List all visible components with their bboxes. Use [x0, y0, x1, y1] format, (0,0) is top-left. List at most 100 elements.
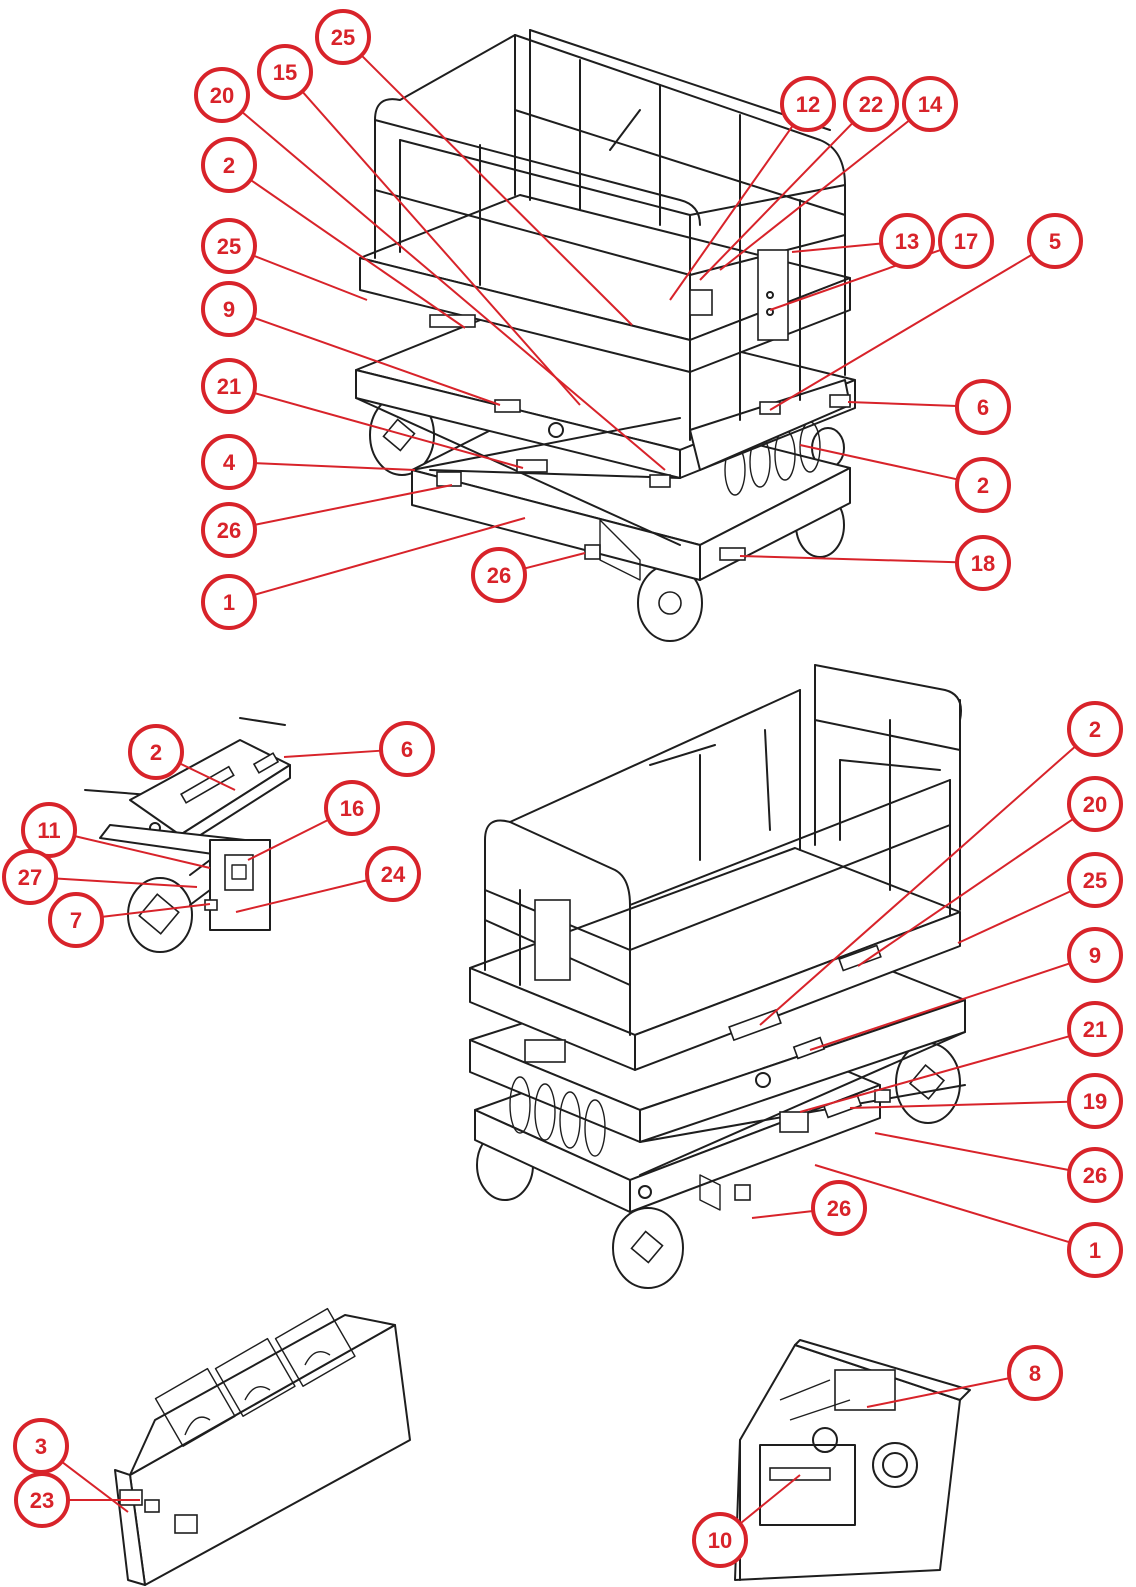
callout-circle	[14, 1472, 70, 1528]
callout-9: 9	[1067, 927, 1123, 983]
callout-18: 18	[955, 535, 1011, 591]
callout-11: 11	[21, 802, 77, 858]
callout-circle	[1067, 1222, 1123, 1278]
leader-line-15	[301, 90, 581, 406]
callout-circle	[13, 1418, 69, 1474]
callout-3: 3	[13, 1418, 69, 1474]
leader-line-14	[719, 119, 911, 271]
callout-circle	[48, 892, 104, 948]
callout-number: 3	[35, 1434, 47, 1459]
callout-number: 10	[708, 1528, 732, 1553]
callout-2: 2	[128, 724, 184, 780]
callout-number: 2	[1089, 717, 1101, 742]
callout-circle	[324, 780, 380, 836]
callout-number: 27	[18, 865, 42, 890]
callout-circle	[938, 213, 994, 269]
leader-line-1	[253, 517, 526, 596]
callout-circle	[955, 457, 1011, 513]
leader-line-6	[847, 401, 958, 408]
callout-number: 11	[37, 818, 60, 843]
battery-tray-detail	[114, 1307, 411, 1586]
leader-line-26	[523, 552, 586, 570]
callout-number: 14	[918, 92, 943, 117]
leader-line-4	[254, 462, 416, 471]
callout-2: 2	[1067, 701, 1123, 757]
callout-12: 12	[780, 76, 836, 132]
callout-circle	[955, 535, 1011, 591]
callout-number: 6	[401, 737, 413, 762]
callout-2: 2	[955, 457, 1011, 513]
callout-number: 21	[217, 374, 241, 399]
callout-number: 26	[1083, 1163, 1107, 1188]
callout-1: 1	[201, 574, 257, 630]
callout-number: 1	[1089, 1238, 1101, 1263]
callout-number: 25	[217, 234, 241, 259]
callout-24: 24	[365, 846, 421, 902]
leader-line-27	[55, 877, 198, 888]
callout-circle	[2, 849, 58, 905]
callout-22: 22	[843, 76, 899, 132]
leader-line-20	[857, 817, 1075, 967]
callout-21: 21	[1067, 1001, 1123, 1057]
callout-circle	[365, 846, 421, 902]
callout-number: 2	[223, 153, 235, 178]
leader-line-1	[814, 1164, 1071, 1244]
callout-number: 23	[30, 1488, 54, 1513]
callout-circle	[780, 76, 836, 132]
callout-6: 6	[955, 379, 1011, 435]
callout-number: 26	[827, 1196, 851, 1221]
callout-25: 25	[1067, 852, 1123, 908]
callout-25: 25	[201, 218, 257, 274]
callout-4: 4	[201, 434, 257, 490]
callout-9: 9	[201, 281, 257, 337]
callout-number: 9	[1089, 943, 1101, 968]
callout-16: 16	[324, 780, 380, 836]
callout-number: 13	[895, 229, 919, 254]
callout-circle	[201, 434, 257, 490]
callout-number: 26	[487, 563, 511, 588]
callout-circle	[1007, 1345, 1063, 1401]
leader-line-9	[809, 962, 1071, 1051]
callout-6: 6	[379, 721, 435, 777]
callout-circle	[1067, 776, 1123, 832]
callout-number: 1	[223, 590, 235, 615]
callout-number: 22	[859, 92, 883, 117]
callout-number: 21	[1083, 1017, 1107, 1042]
callout-number: 2	[977, 473, 989, 498]
leader-line-21	[799, 1035, 1071, 1113]
callout-23: 23	[14, 1472, 70, 1528]
callout-circle	[471, 547, 527, 603]
callout-number: 26	[217, 518, 241, 543]
callout-number: 25	[1083, 868, 1107, 893]
leader-line-25	[360, 54, 633, 326]
callout-number: 18	[971, 551, 995, 576]
callout-15: 15	[257, 44, 313, 100]
leader-line-10	[739, 1474, 801, 1525]
callout-10: 10	[692, 1512, 748, 1568]
leader-line-3	[61, 1460, 129, 1513]
callout-number: 20	[1083, 792, 1107, 817]
callout-14: 14	[902, 76, 958, 132]
leader-line-26	[874, 1132, 1070, 1172]
callout-20: 20	[194, 67, 250, 123]
callout-circle	[201, 281, 257, 337]
callout-circle	[194, 67, 250, 123]
callout-number: 4	[223, 450, 236, 475]
callout-number: 12	[796, 92, 820, 117]
leader-line-2	[249, 178, 466, 329]
callout-number: 15	[273, 60, 297, 85]
callout-circle	[1067, 1147, 1123, 1203]
leader-line-6	[283, 749, 382, 758]
leader-line-9	[253, 316, 501, 406]
scissor-lift-rear-view	[469, 664, 966, 1289]
leader-line-5	[769, 253, 1034, 411]
callout-number: 20	[210, 83, 234, 108]
callout-circle	[201, 218, 257, 274]
callout-27: 27	[2, 849, 58, 905]
callout-leader-lines	[55, 54, 1077, 1525]
callout-circle	[692, 1512, 748, 1568]
leader-line-20	[241, 111, 666, 471]
callout-circle	[811, 1180, 867, 1236]
callout-circle	[257, 44, 313, 100]
